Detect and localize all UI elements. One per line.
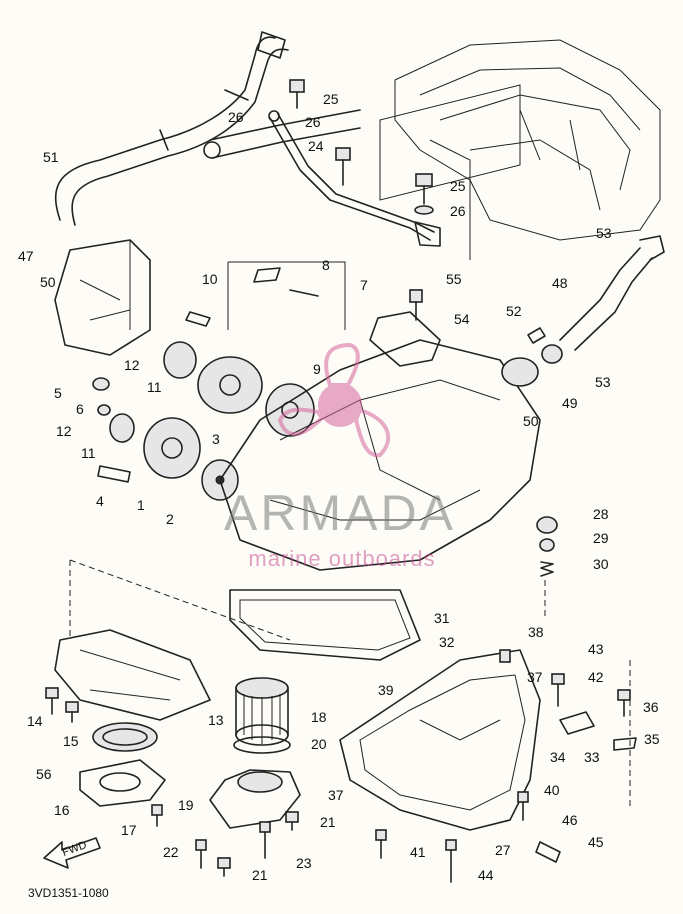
callout-54: 54 (454, 311, 470, 327)
callout-8: 8 (322, 257, 330, 273)
callout-30: 30 (593, 556, 609, 572)
callout-42: 42 (588, 669, 604, 685)
hose-48 (559, 235, 665, 351)
callout-44: 44 (478, 867, 494, 883)
callout-3: 3 (212, 431, 220, 447)
callout-2: 2 (166, 511, 174, 527)
callout-18: 18 (311, 709, 327, 725)
callout-56: 56 (36, 766, 52, 782)
callout-9: 9 (313, 361, 321, 377)
callout-11b: 11 (81, 445, 96, 461)
callout-21b: 21 (252, 867, 268, 883)
watermark-subtitle: marine outboards (248, 546, 436, 571)
assembly-leader-lines (69, 180, 631, 810)
callout-37b: 37 (328, 787, 344, 803)
bolt-near-head (335, 147, 351, 186)
oil-strainer-13 (54, 629, 211, 721)
callout-36: 36 (643, 699, 659, 715)
callout-24: 24 (308, 138, 324, 154)
callout-17: 17 (121, 822, 137, 838)
callout-33: 33 (584, 749, 600, 765)
callout-16: 16 (54, 802, 70, 818)
oil-pump-assembly (92, 267, 423, 501)
callout-11a: 11 (147, 379, 162, 395)
oil-pan-gasket (229, 589, 421, 661)
callout-7: 7 (360, 277, 368, 293)
callout-37a: 37 (527, 669, 543, 685)
callout-25b: 25 (450, 178, 466, 194)
callout-48: 48 (552, 275, 568, 291)
callout-4: 4 (96, 493, 104, 509)
strainer-plate-16 (79, 759, 166, 807)
callout-1: 1 (137, 497, 145, 513)
propeller-logo-icon (277, 342, 391, 458)
breather-pipe (203, 109, 361, 159)
callout-12b: 12 (56, 423, 72, 439)
callout-34: 34 (550, 749, 566, 765)
valve-parts-28-30 (536, 516, 558, 577)
callout-53b: 53 (595, 374, 611, 390)
bolt-25-lower (414, 173, 434, 215)
callout-35: 35 (644, 731, 660, 747)
callout-13: 13 (208, 712, 224, 728)
callout-55: 55 (446, 271, 462, 287)
callout-26b: 26 (305, 114, 321, 130)
callout-25a: 25 (323, 91, 339, 107)
callout-31: 31 (434, 610, 450, 626)
callout-14: 14 (27, 713, 43, 729)
callout-41: 41 (410, 844, 426, 860)
callout-23: 23 (296, 855, 312, 871)
callout-39: 39 (378, 682, 394, 698)
callout-53a: 53 (596, 225, 612, 241)
callout-51: 51 (43, 149, 59, 165)
callout-40: 40 (544, 782, 560, 798)
callout-45: 45 (588, 834, 604, 850)
callout-46: 46 (562, 812, 578, 828)
crankcase-left-cover (54, 239, 151, 356)
oil-filter-18 (233, 677, 291, 754)
oil-pan-27 (339, 649, 541, 831)
callout-26c: 26 (450, 203, 466, 219)
filter-housing-19 (209, 769, 301, 829)
callout-32: 32 (439, 634, 455, 650)
callout-52: 52 (506, 303, 522, 319)
callout-22: 22 (163, 844, 179, 860)
callout-10: 10 (202, 271, 218, 287)
callout-47: 47 (18, 248, 34, 264)
bolt-25-upper (289, 79, 305, 109)
callout-19: 19 (178, 797, 194, 813)
callout-28: 28 (593, 506, 609, 522)
coolant-pipe (54, 31, 289, 226)
callout-21a: 21 (320, 814, 336, 830)
strainer-screen-56 (92, 722, 158, 752)
dipstick-pipe (268, 110, 441, 247)
callout-6: 6 (76, 401, 84, 417)
watermark-title: ARMADA (224, 485, 456, 541)
callout-38: 38 (528, 624, 544, 640)
thermostat-49 (501, 327, 563, 387)
callout-49: 49 (562, 395, 578, 411)
callout-50b: 50 (523, 413, 539, 429)
cylinder-head-outline (394, 39, 661, 241)
callout-27: 27 (495, 842, 511, 858)
bracket-54 (369, 311, 441, 367)
callout-12a: 12 (124, 357, 140, 373)
callout-43: 43 (588, 641, 604, 657)
callout-29: 29 (593, 530, 609, 546)
callout-5: 5 (54, 385, 62, 401)
fwd-arrow-icon (43, 837, 101, 869)
callout-15: 15 (63, 733, 79, 749)
dipstick-frame-lines (379, 84, 521, 201)
callout-26a: 26 (228, 109, 244, 125)
callout-50a: 50 (40, 274, 56, 290)
lower-bolts (45, 649, 637, 883)
figure-code: 3VD1351-1080 (28, 886, 109, 900)
callout-20: 20 (311, 736, 327, 752)
